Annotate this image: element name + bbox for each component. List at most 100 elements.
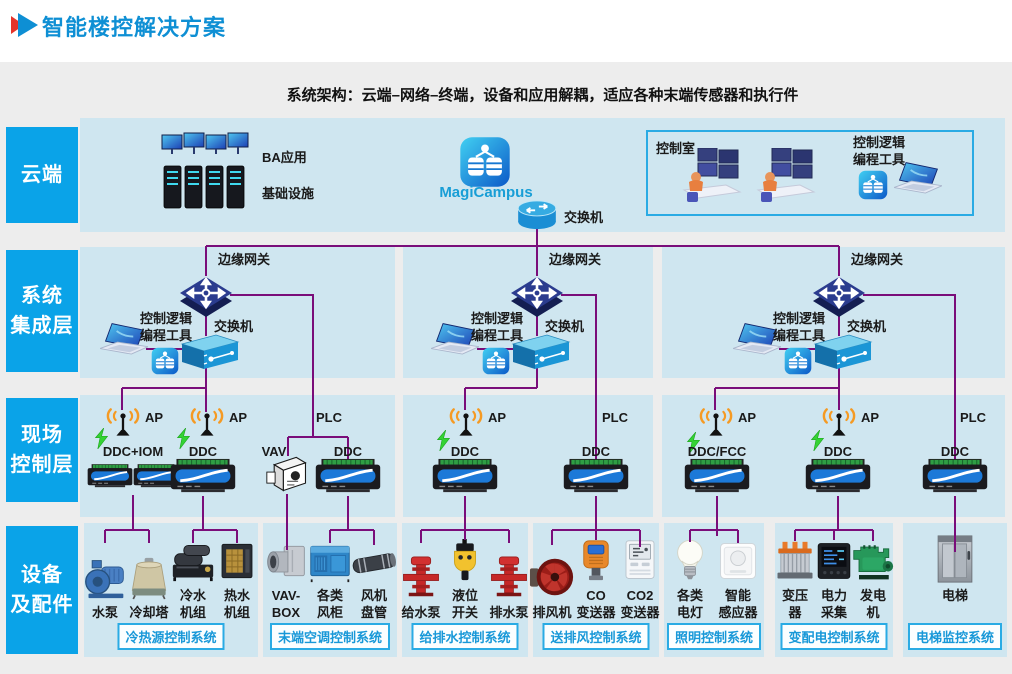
smart-sensor-icon	[716, 535, 760, 583]
device-item: 冷却塔	[129, 552, 169, 621]
device-row: 给水泵 液位开关 排水泵	[401, 535, 530, 621]
supply-pump-icon	[400, 552, 442, 600]
light-bulb-icon	[668, 535, 712, 583]
wireless-ap-icon	[698, 406, 734, 439]
transformer-icon	[775, 535, 815, 583]
system-badge: 冷热源控制系统	[117, 623, 225, 650]
magicampus-app-icon	[459, 136, 511, 188]
ap-unit: AP	[698, 406, 756, 439]
device-group-lighting: 各类电灯 智能感应器 照明控制系统	[664, 523, 764, 657]
hot-water-unit-icon	[217, 535, 257, 583]
device-item: 热水机组	[217, 535, 257, 621]
level-switch-icon	[444, 535, 486, 583]
logic-tool-app-icon	[482, 347, 510, 375]
control-room-box	[646, 130, 974, 216]
air-handling-unit-icon	[308, 535, 352, 583]
device-group-water-supply: 给水泵 液位开关 排水泵 给排水控制系统	[401, 523, 530, 657]
ddc-controller-icon	[314, 458, 382, 494]
cloud-logic-tool-label: 控制逻辑 编程工具	[852, 135, 905, 167]
co-transmitter-icon	[575, 535, 617, 583]
core-switch-label: 交换机	[564, 210, 604, 225]
switch-label: 交换机	[214, 319, 254, 334]
edge-gateway-label: 边缘网关	[851, 252, 904, 267]
chiller-unit-icon	[171, 535, 215, 583]
device-item: 电梯	[935, 535, 975, 604]
fan-coil-icon	[351, 535, 397, 583]
ap-unit: AP	[448, 406, 506, 439]
plc-label: PLC	[316, 410, 342, 425]
exhaust-fan-icon	[529, 552, 575, 600]
device-item: 冷水机组	[173, 535, 213, 621]
power-meter-icon	[814, 535, 854, 583]
system-badge: 给排水控制系统	[411, 623, 519, 650]
wireless-ap-icon	[105, 406, 141, 439]
ddc-label: DDC	[188, 444, 218, 459]
page-title: 智能楼控解决方案	[42, 15, 227, 40]
ddc-controller-icon	[683, 458, 751, 494]
water-pump-icon	[83, 552, 127, 600]
control-room-label: 控制室	[656, 141, 696, 156]
layer-label-integration: 系统 集成层	[6, 250, 78, 372]
operator-workstation-icon	[756, 148, 816, 204]
ddc-label: DDC	[450, 444, 480, 459]
logic-tool-label: 控制逻辑 编程工具	[139, 311, 192, 343]
drain-pump-icon	[488, 552, 530, 600]
ba-app-label: BA应用	[262, 150, 307, 165]
infrastructure-label: 基础设施	[262, 186, 315, 201]
wireless-ap-icon	[189, 406, 225, 439]
system-badge: 照明控制系统	[666, 623, 762, 650]
ba-server-cluster-icon	[148, 132, 252, 210]
cooling-tower-icon	[128, 552, 170, 600]
wireless-ap-icon	[821, 406, 857, 439]
device-group-power: 变压器 电力采集 发电机 变配电控制系统	[775, 523, 893, 657]
laptop-icon	[894, 162, 942, 202]
ap-unit: AP	[189, 406, 247, 439]
ddc-label: DDC	[940, 444, 970, 459]
system-badge: 末端空调控制系统	[269, 623, 391, 650]
elevator-icon	[935, 535, 975, 583]
edge-gateway-label: 边缘网关	[549, 252, 602, 267]
generator-icon	[852, 535, 894, 583]
logic-tool-app-icon	[151, 347, 179, 375]
device-item: VAV-BOX	[266, 535, 306, 621]
device-group-elevator: 电梯 电梯监控系统	[903, 523, 1007, 657]
co2-transmitter-icon	[619, 535, 661, 583]
device-group-terminal-ac: VAV-BOX 各类风柜 风机盘管 末端空调控制系统	[263, 523, 397, 657]
ddc-fcc-label: DDC/FCC	[687, 444, 747, 459]
device-item: 变压器	[777, 535, 813, 621]
plc-label: PLC	[960, 410, 986, 425]
vav-label: VAV	[261, 444, 287, 459]
device-row: 水泵 冷却塔 冷水机组 热水机组	[84, 535, 258, 621]
layer-label-devices: 设备 及配件	[6, 526, 78, 654]
magicampus-label: MagiCampus	[439, 184, 533, 201]
device-item: 给水泵	[401, 552, 441, 621]
device-group-hvac-source: 水泵 冷却塔 冷水机组 热水机组 冷热源控制系统	[84, 523, 258, 657]
device-item: 智能感应器	[718, 535, 758, 621]
system-badge: 电梯监控系统	[907, 623, 1003, 650]
device-item: 电力采集	[816, 535, 852, 621]
layer-label-cloud: 云端	[6, 127, 78, 223]
ddc-label: DDC	[823, 444, 853, 459]
ddc-label: DDC	[333, 444, 363, 459]
device-item: 风机盘管	[354, 535, 394, 621]
edge-gateway-label: 边缘网关	[218, 252, 271, 267]
logic-tool-app-icon	[858, 170, 888, 200]
device-item: 排风机	[532, 552, 572, 621]
ddc-controller-icon	[921, 458, 989, 494]
ddc-controller-icon	[562, 458, 630, 494]
switch-label: 交换机	[847, 319, 887, 334]
device-row: VAV-BOX 各类风柜 风机盘管	[263, 535, 397, 621]
device-item: 各类电灯	[670, 535, 710, 621]
ap-unit: AP	[821, 406, 879, 439]
ap-unit: AP	[105, 406, 163, 439]
system-badge: 变配电控制系统	[780, 623, 888, 650]
logic-tool-label: 控制逻辑 编程工具	[470, 311, 523, 343]
ddc-controller-icon	[431, 458, 499, 494]
title-arrow-icon	[10, 11, 40, 39]
wireless-ap-icon	[448, 406, 484, 439]
device-item: 各类风柜	[310, 535, 350, 621]
ddc-iom-controller-icon	[87, 462, 179, 489]
